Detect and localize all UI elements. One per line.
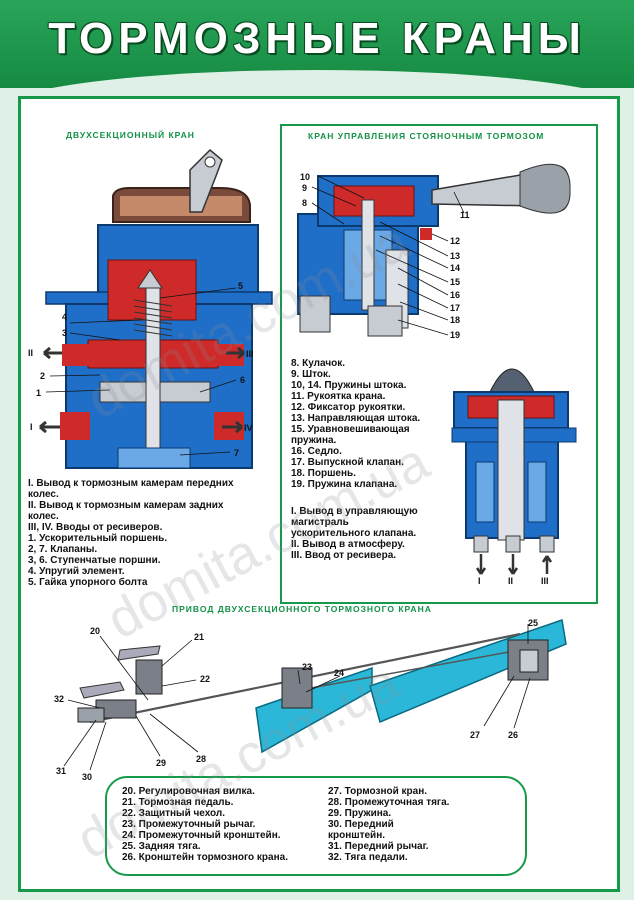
drive-callout-26: 26 <box>508 730 518 740</box>
parking-callout-11: 11 <box>460 210 470 220</box>
legend-line: кронштейн. <box>328 830 386 841</box>
drive-callout-29: 29 <box>156 758 166 768</box>
legend-line: 10, 14. Пружины штока. <box>291 380 407 391</box>
drive-callout-25: 25 <box>528 618 538 628</box>
parking-valve-frame <box>280 124 598 604</box>
parking-callout-14: 14 <box>450 263 460 273</box>
legend-line: 12. Фиксатор рукоятки. <box>291 402 406 413</box>
dual-port-iii: III <box>246 349 254 359</box>
legend-line: 9. Шток. <box>291 369 331 380</box>
legend-line: колес. <box>28 489 59 500</box>
dual-callout-2: 2 <box>40 371 45 381</box>
legend-line: 23. Промежуточный рычаг. <box>122 819 256 830</box>
dual-callout-7: 7 <box>234 448 239 458</box>
poster-title: ТОРМОЗНЫЕ КРАНЫ <box>48 14 586 63</box>
drive-callout-23: 23 <box>302 662 312 672</box>
legend-line: 27. Тормозной кран. <box>328 786 428 797</box>
drive-linkage-drawing: 20 21 22 23 24 25 26 27 28 29 30 31 32 <box>54 618 567 782</box>
parking-valve-caption: КРАН УПРАВЛЕНИЯ СТОЯНОЧНЫМ ТОРМОЗОМ <box>308 131 545 141</box>
legend-line: II. Вывод в атмосферу. <box>291 539 405 550</box>
parking-valve-legend: 8. Кулачок. 9. Шток. 10, 14. Пружины што… <box>291 358 420 490</box>
legend-line: II. Вывод к тормозным камерам задних <box>28 500 224 511</box>
dual-port-iv: IV <box>244 423 253 433</box>
legend-line: III, IV. Вводы от ресиверов. <box>28 522 163 533</box>
legend-line: 5. Гайка упорного болта <box>28 577 148 588</box>
legend-line: 4. Упругий элемент. <box>28 566 125 577</box>
legend-line: 16. Седло. <box>291 446 342 457</box>
legend-line: 13. Направляющая штока. <box>291 413 421 424</box>
parking-callout-19: 19 <box>450 330 460 340</box>
drive-callout-24: 24 <box>334 668 344 678</box>
legend-line: I. Вывод к тормозным камерам передних <box>28 478 234 489</box>
parking-callout-8: 8 <box>302 198 307 208</box>
legend-line: магистраль <box>291 517 349 528</box>
dual-valve-legend: I. Вывод к тормозным камерам передних ко… <box>28 478 234 588</box>
legend-line: 26. Кронштейн тормозного крана. <box>122 852 288 863</box>
parking-ports-legend: I. Вывод в управляющую магистраль ускори… <box>291 506 418 561</box>
legend-line: 15. Уравновешивающая <box>291 424 410 435</box>
dual-callout-4: 4 <box>62 312 67 322</box>
parking-callout-9: 9 <box>302 183 307 193</box>
legend-line: 29. Пружина. <box>328 808 392 819</box>
parking-valve-drawing: 10 9 8 11 12 13 14 15 16 17 18 19 <box>297 163 577 586</box>
drive-callout-22: 22 <box>200 674 210 684</box>
legend-line: 31. Передний рычаг. <box>328 841 429 852</box>
legend-line: 8. Кулачок. <box>291 358 346 369</box>
legend-line: ускорительного клапана. <box>291 528 417 539</box>
legend-line: 17. Выпускной клапан. <box>291 457 404 468</box>
parking-callout-17: 17 <box>450 303 460 313</box>
legend-line: 19. Пружина клапана. <box>291 479 398 490</box>
parking-callout-10: 10 <box>300 172 310 182</box>
dual-valve-drawing: 4 3 2 1 5 6 7 II III I IV <box>28 148 273 469</box>
dual-callout-3: 3 <box>62 328 67 338</box>
legend-line: 22. Защитный чехол. <box>122 808 226 819</box>
parking-port-i: I <box>478 576 481 586</box>
dual-callout-1: 1 <box>36 388 41 398</box>
parking-port-iii: III <box>541 576 549 586</box>
parking-callout-16: 16 <box>450 290 460 300</box>
parking-callout-15: 15 <box>450 277 460 287</box>
drive-callout-28: 28 <box>196 754 206 764</box>
parking-callout-12: 12 <box>450 236 460 246</box>
dual-port-ii: II <box>28 348 33 358</box>
dual-valve-caption: ДВУХСЕКЦИОННЫЙ КРАН <box>66 130 195 140</box>
drive-legend-right: 27. Тормозной кран. 28. Промежуточная тя… <box>328 786 449 863</box>
drive-legend-frame <box>105 776 527 876</box>
legend-line: 21. Тормозная педаль. <box>122 797 234 808</box>
legend-line: 32. Тяга педали. <box>328 852 408 863</box>
legend-line: колес. <box>28 511 59 522</box>
legend-line: I. Вывод в управляющую <box>291 506 418 517</box>
legend-line: 1. Ускорительный поршень. <box>28 533 168 544</box>
legend-line: 24. Промежуточный кронштейн. <box>122 830 281 841</box>
legend-line: 20. Регулировочная вилка. <box>122 786 255 797</box>
drive-callout-21: 21 <box>194 632 204 642</box>
parking-port-ii: II <box>508 576 513 586</box>
dual-callout-5: 5 <box>238 281 243 291</box>
parking-callout-18: 18 <box>450 315 460 325</box>
legend-line: пружина. <box>291 435 337 446</box>
parking-callout-13: 13 <box>450 251 460 261</box>
drive-callout-32: 32 <box>54 694 64 704</box>
dual-port-i: I <box>30 422 33 432</box>
legend-line: III. Ввод от ресивера. <box>291 550 397 561</box>
drive-caption: ПРИВОД ДВУХСЕКЦИОННОГО ТОРМОЗНОГО КРАНА <box>172 604 432 614</box>
drive-legend-left: 20. Регулировочная вилка. 21. Тормозная … <box>122 786 288 863</box>
legend-line: 30. Передний <box>328 819 394 830</box>
header-banner: ТОРМОЗНЫЕ КРАНЫ <box>0 0 634 110</box>
legend-line: 2, 7. Клапаны. <box>28 544 98 555</box>
legend-line: 11. Рукоятка крана. <box>291 391 386 402</box>
drive-callout-27: 27 <box>470 730 480 740</box>
drive-callout-20: 20 <box>90 626 100 636</box>
legend-line: 18. Поршень. <box>291 468 356 479</box>
legend-line: 25. Задняя тяга. <box>122 841 201 852</box>
drive-callout-31: 31 <box>56 766 66 776</box>
legend-line: 3, 6. Ступенчатые поршни. <box>28 555 161 566</box>
dual-callout-6: 6 <box>240 375 245 385</box>
legend-line: 28. Промежуточная тяга. <box>328 797 450 808</box>
drive-callout-30: 30 <box>82 772 92 782</box>
